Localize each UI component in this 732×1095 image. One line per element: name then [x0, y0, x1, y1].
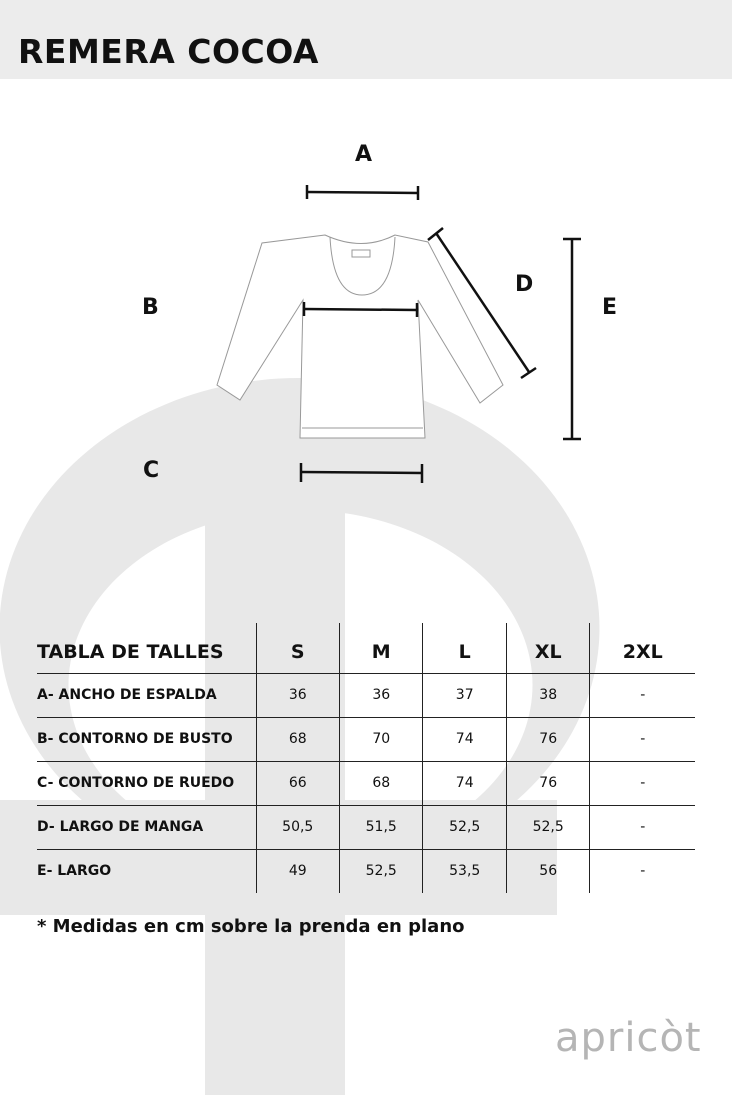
header-xl: XL [505, 623, 590, 674]
cell: 74 [422, 716, 507, 761]
cell: 53,5 [422, 848, 507, 893]
label-c: C [143, 458, 160, 483]
row-label: B- CONTORNO DE BUSTO [37, 716, 256, 761]
cell: 70 [338, 716, 423, 761]
row-label: C- CONTORNO DE RUEDO [37, 760, 256, 805]
cell: 49 [255, 848, 340, 893]
cell: - [589, 716, 695, 761]
size-table: TABLA DE TALLES S M L XL 2XL A- ANCHO DE… [37, 623, 695, 893]
page-title: REMERA COCOA [18, 32, 319, 71]
cell: - [589, 848, 695, 893]
cell: 36 [255, 672, 340, 717]
cell: 36 [338, 672, 423, 717]
header-2xl: 2XL [589, 623, 695, 674]
cell: 66 [255, 760, 340, 805]
cell: 52,5 [422, 804, 507, 849]
cell: 38 [505, 672, 590, 717]
cell: 76 [505, 716, 590, 761]
cell: - [589, 760, 695, 805]
label-b: B [142, 295, 159, 320]
cell: 56 [505, 848, 590, 893]
label-a: A [355, 142, 373, 167]
cell: 51,5 [338, 804, 423, 849]
header-m: M [338, 623, 423, 674]
measurement-note: * Medidas en cm sobre la prenda en plano [37, 916, 465, 937]
table-header: TABLA DE TALLES S M L XL 2XL [37, 623, 695, 674]
header-l: L [422, 623, 507, 674]
cell: 68 [338, 760, 423, 805]
cell: 52,5 [338, 848, 423, 893]
row-label: E- LARGO [37, 848, 256, 893]
cell: 68 [255, 716, 340, 761]
row-label: D- LARGO DE MANGA [37, 804, 256, 849]
header-s: S [255, 623, 340, 674]
label-d: D [515, 272, 534, 297]
cell: 50,5 [255, 804, 340, 849]
header-bar [0, 0, 732, 79]
cell: 52,5 [505, 804, 590, 849]
row-label: A- ANCHO DE ESPALDA [37, 672, 256, 717]
cell: 76 [505, 760, 590, 805]
header-title: TABLA DE TALLES [37, 623, 256, 674]
label-e: E [602, 295, 618, 320]
cell: - [589, 804, 695, 849]
brand-logo: apricòt [555, 1015, 702, 1061]
cell: 37 [422, 672, 507, 717]
cell: 74 [422, 760, 507, 805]
cell: - [589, 672, 695, 717]
